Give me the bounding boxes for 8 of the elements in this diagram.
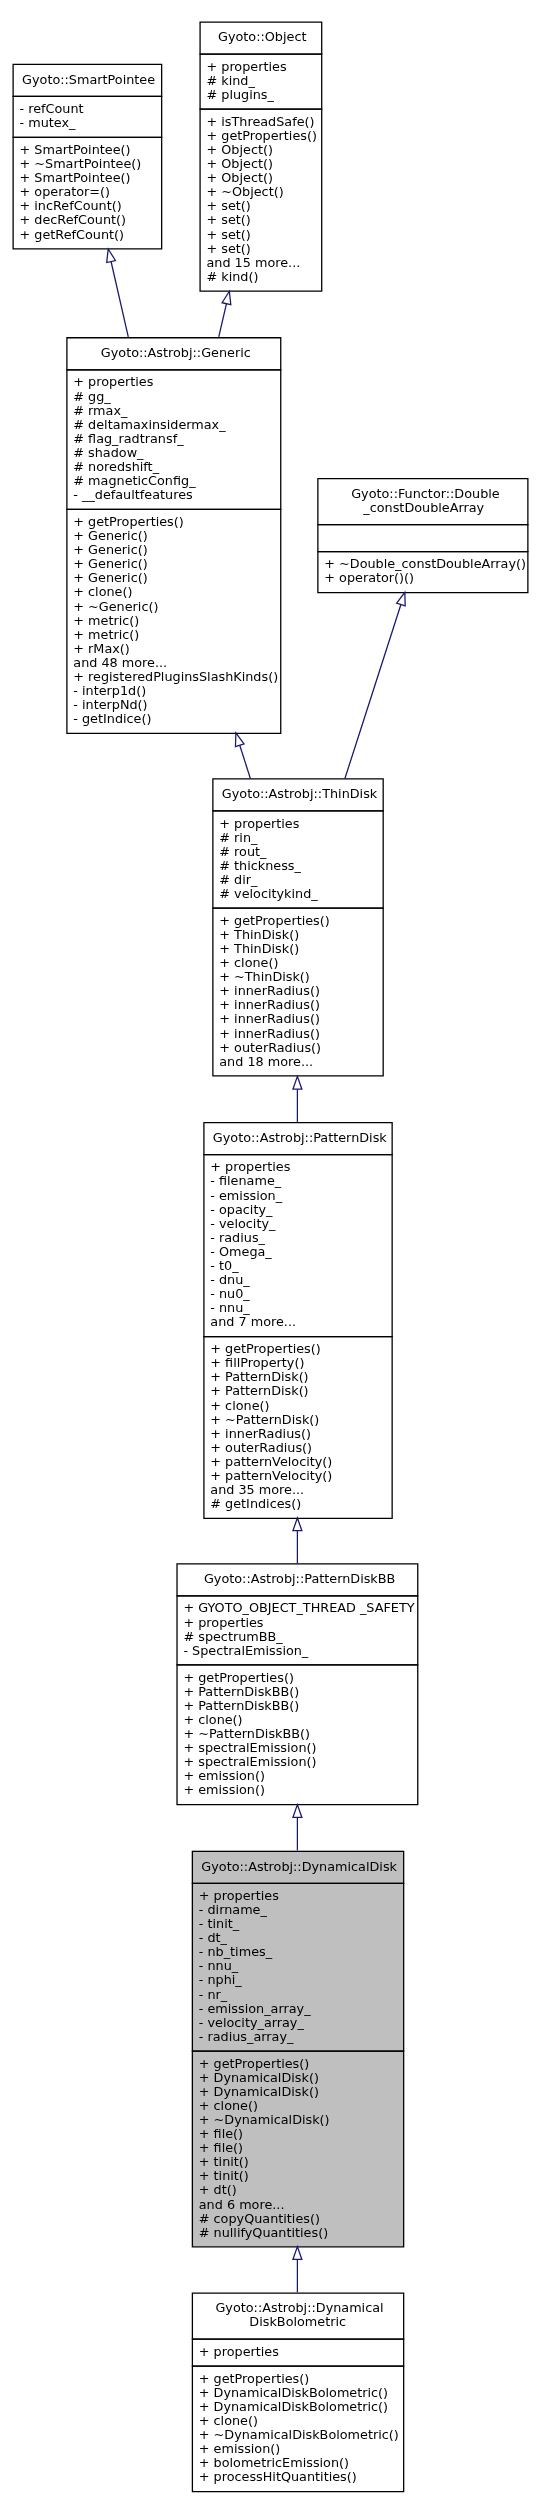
arrow xyxy=(292,1073,303,1123)
arrow xyxy=(234,730,252,779)
arrow xyxy=(292,1515,303,1564)
arrow xyxy=(292,2244,303,2293)
arrow xyxy=(344,589,406,779)
arrow xyxy=(292,1802,303,1851)
arrow xyxy=(218,288,232,338)
arrow xyxy=(105,246,129,338)
